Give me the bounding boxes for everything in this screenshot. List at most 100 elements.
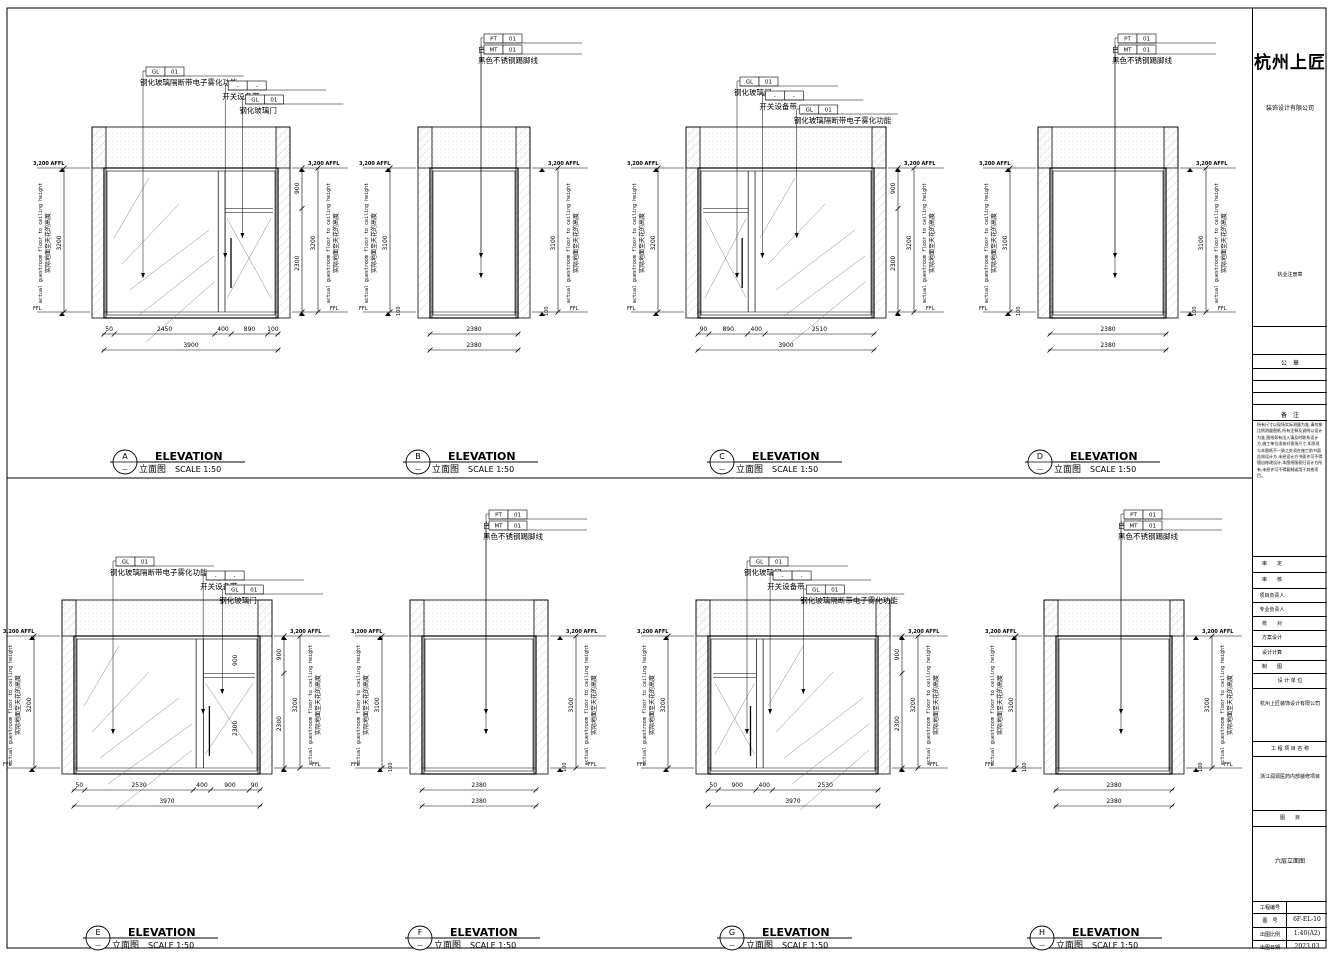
left-wall <box>1043 599 1059 775</box>
left-height-dim: 3200 <box>56 235 63 250</box>
role-7: 制 图 <box>1261 664 1282 670</box>
left-height-dim: 3100 <box>382 235 389 250</box>
ceiling-bulkhead <box>409 599 549 637</box>
vertical-label-cn: 实际地面至天花的高度 <box>370 213 378 273</box>
total-dim-value: 2380 <box>466 342 481 349</box>
tag-num: 01 <box>250 588 257 594</box>
opening-frame <box>421 635 537 775</box>
tag-code: - <box>782 574 784 580</box>
dim-tick <box>915 765 921 771</box>
left-height-dim: 3200 <box>660 697 667 712</box>
level-marker <box>1187 168 1193 172</box>
level-label-left: 3,200 AFFL <box>985 629 1017 635</box>
role-1: 审 核 <box>1261 577 1282 583</box>
ffl-label-right: FFL <box>1224 762 1233 768</box>
tag-text: 黑色不锈钢踢脚线 <box>1118 531 1178 541</box>
elevation-subtitle: 立面图 <box>139 463 166 475</box>
bubble-dash: — <box>95 942 101 949</box>
dim-tick <box>1163 347 1169 353</box>
dim-tick <box>81 787 88 793</box>
door-swing <box>205 683 254 755</box>
vertical-label-cn-right: 实际地面至天花的高度 <box>928 213 936 273</box>
bubble-dash: — <box>122 466 128 473</box>
bottom-dim-value: 2530 <box>818 782 833 789</box>
inner-frame <box>710 638 876 772</box>
dim-tick <box>275 331 281 337</box>
dim-tick <box>61 165 67 171</box>
dim-tick <box>911 309 917 315</box>
bubble-dash: — <box>415 466 421 473</box>
left-wall <box>61 599 77 775</box>
left-height-dim: 3200 <box>26 697 33 712</box>
dim-tick <box>257 787 263 793</box>
dim-tick <box>315 165 321 171</box>
glass-hatch <box>759 177 796 239</box>
glass-hatch <box>791 723 870 785</box>
tag-code: GL <box>746 80 754 86</box>
total-dim-value: 3970 <box>159 798 174 805</box>
tag-code: PT <box>495 513 502 519</box>
dim-tick <box>212 331 218 337</box>
dim-tick <box>769 787 776 793</box>
dim-tick <box>899 633 905 639</box>
dim-tick <box>899 765 905 771</box>
glass-hatch <box>129 229 210 291</box>
right-wall <box>875 599 891 775</box>
tag-code: GL <box>806 108 814 114</box>
vertical-label-cn: 实际地面至天花的高度 <box>14 675 22 735</box>
inner-frame <box>424 638 534 772</box>
leader-arrow <box>111 729 115 734</box>
dim-tick <box>207 787 214 793</box>
tag-num: 01 <box>509 37 516 43</box>
date-value: 2023.03 <box>1294 943 1320 950</box>
tag-num: 01 <box>831 588 838 594</box>
role-0: 审 定 <box>1261 561 1282 567</box>
leader-arrow <box>484 709 488 714</box>
level-label-right: 3,200 AFFL <box>566 629 598 635</box>
dim-tick <box>1169 787 1175 793</box>
elevation-scale: SCALE 1:50 <box>468 465 514 474</box>
tag-code: GL <box>231 588 239 594</box>
skirting-dim: 100 <box>1022 762 1028 772</box>
ceiling-bulkhead <box>695 599 891 637</box>
dim-tick <box>427 347 433 353</box>
dim-tick <box>101 347 107 353</box>
tag-code: GL <box>251 98 259 104</box>
right-height-dim: 3200 <box>310 235 317 250</box>
dim-tick <box>915 633 921 639</box>
elevation-scale: SCALE 1:50 <box>175 465 221 474</box>
right-wall <box>515 126 531 319</box>
role-2: 项目负责人 <box>1259 593 1285 599</box>
vertical-label-en-right: actual guestroom floor to ceiling height <box>308 645 314 765</box>
role-3: 专业负责人 <box>1259 607 1285 613</box>
dim-tick <box>299 165 305 171</box>
vertical-label-en: actual guestroom floor to ceiling height <box>642 645 648 765</box>
vertical-label-en: actual guestroom floor to ceiling height <box>8 645 14 765</box>
tag-code: GL <box>152 70 160 76</box>
inner-frame <box>700 170 872 316</box>
elevation-letter: H <box>1039 928 1045 937</box>
door-swing <box>704 218 747 299</box>
elevation-subtitle: 立面图 <box>432 463 459 475</box>
elevation-letter: F <box>418 928 423 937</box>
dim-tick <box>419 787 425 793</box>
dim-tick <box>744 331 751 337</box>
dim-tick <box>379 765 385 771</box>
level-label-right: 3,200 AFFL <box>904 161 936 167</box>
elevation-title: ELEVATION <box>762 926 830 939</box>
dim-tick <box>246 787 253 793</box>
tag-code: - <box>237 84 239 90</box>
dim-tick <box>1013 633 1019 639</box>
vertical-label-cn-right: 实际地面至天花的高度 <box>332 213 340 273</box>
tag-num: - <box>256 84 258 90</box>
notes-text: 所有尺寸以现场实际测量为准,请勿按比例测量图纸,所有注释及说明以设计为准,图纸如… <box>1257 422 1323 479</box>
dim-tick <box>281 765 287 771</box>
vertical-label-en-right: actual guestroom floor to ceiling height <box>1220 645 1226 765</box>
glass-hatch <box>99 697 180 759</box>
dim-tick <box>228 331 234 337</box>
dim-tick <box>297 633 303 639</box>
vertical-label-en: actual guestroom floor to ceiling height <box>984 183 990 303</box>
ceiling-bulkhead <box>1043 599 1185 637</box>
